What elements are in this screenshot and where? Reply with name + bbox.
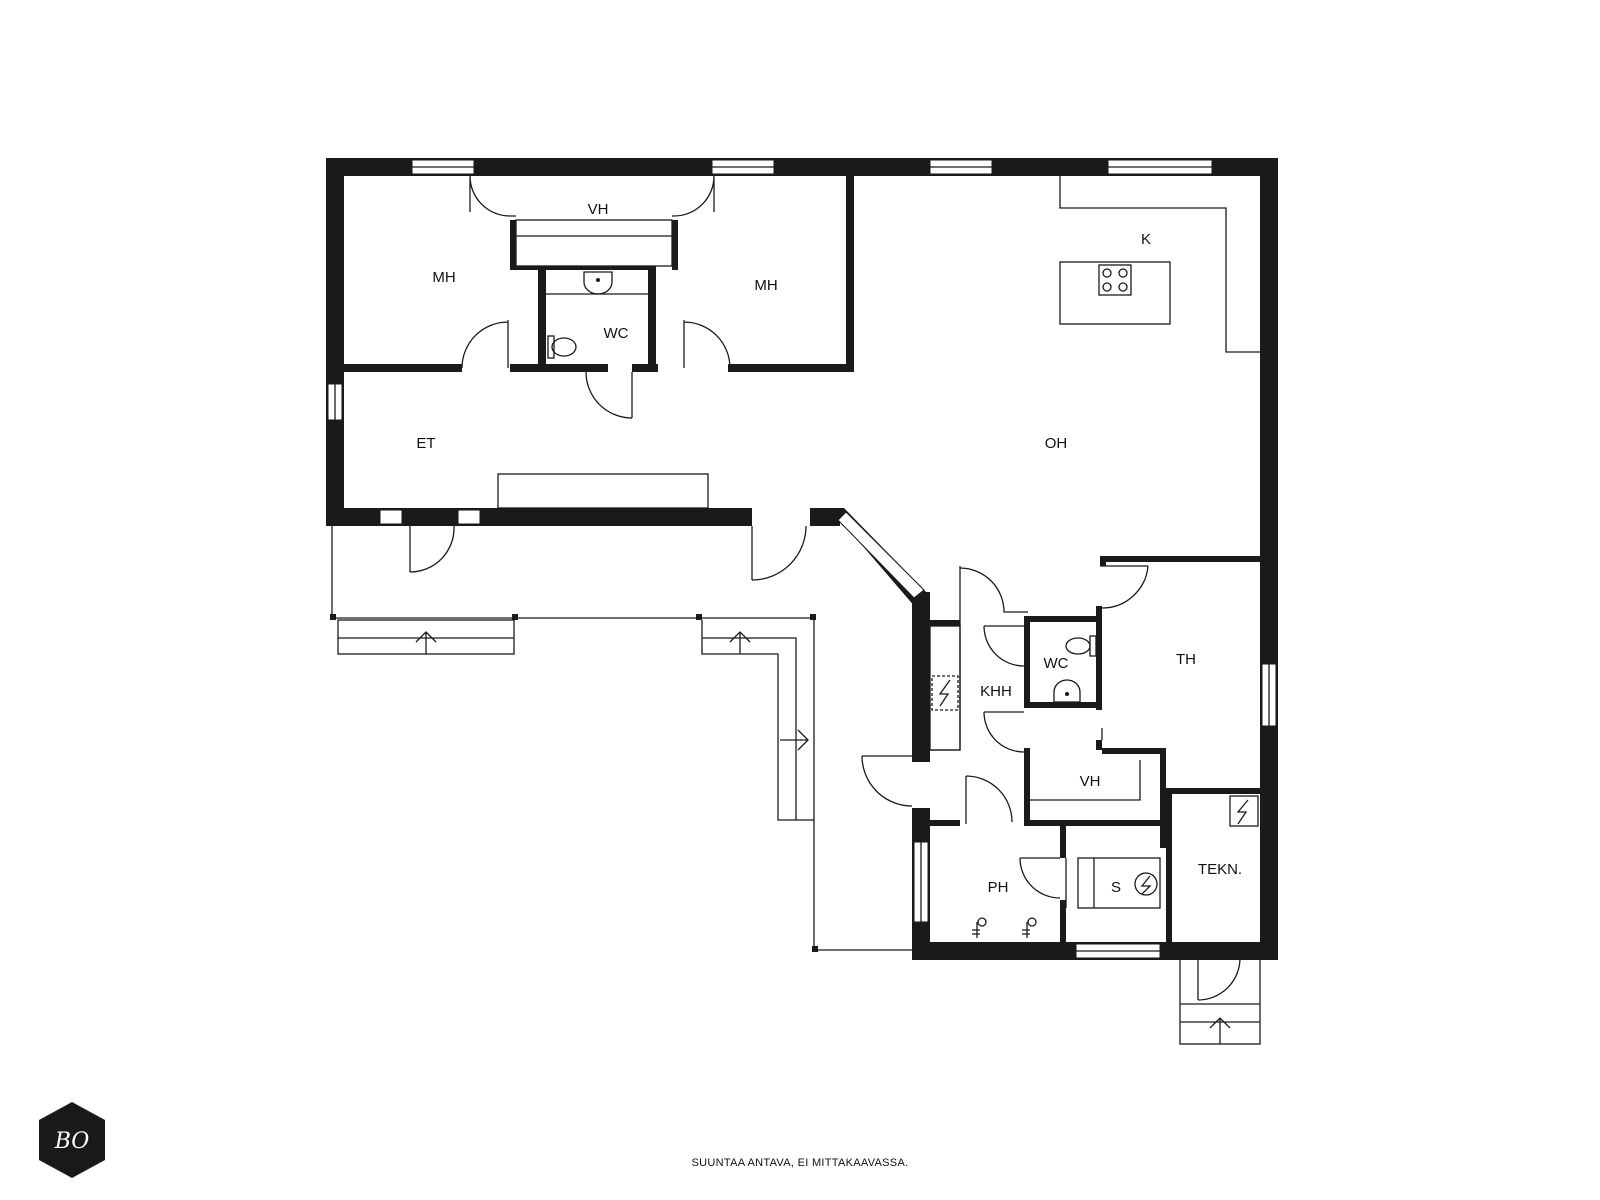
- toilet-icon: [1065, 635, 1097, 657]
- room-label-vh-mid: VH: [1080, 773, 1101, 790]
- room-label-wc-mid: WC: [1044, 655, 1069, 672]
- logo: BO: [37, 1100, 107, 1180]
- interior-walls: [344, 176, 1260, 948]
- sauna-stove-icon: [1134, 872, 1158, 896]
- doors: [409, 175, 1241, 1001]
- room-label-khh: KHH: [980, 683, 1012, 700]
- entry-arrow-icon: [729, 631, 751, 654]
- shower-icon: [972, 917, 987, 938]
- room-label-et: ET: [416, 435, 435, 452]
- room-label-mh-right: MH: [754, 277, 777, 294]
- windows: [327, 159, 1277, 959]
- room-label-ph: PH: [988, 879, 1009, 896]
- room-label-tekn: TEKN.: [1198, 861, 1242, 878]
- room-labels: MH VH WC MH K ET OH WC KHH TH VH PH S TE…: [416, 201, 1242, 896]
- sink-icon: [1053, 679, 1081, 703]
- electric-panel-icon: [1229, 795, 1259, 827]
- shower-icon: [1022, 917, 1037, 938]
- room-label-s: S: [1111, 879, 1121, 896]
- entry-arrow-icon: [415, 631, 437, 654]
- room-label-wc-top: WC: [604, 325, 629, 342]
- room-label-oh: OH: [1045, 435, 1068, 452]
- room-label-k: K: [1141, 231, 1151, 248]
- disclaimer-text: SUUNTAA ANTAVA, EI MITTAKAAVASSA.: [691, 1157, 909, 1169]
- entry-arrow-icon: [780, 729, 809, 751]
- electric-panel-icon: [931, 675, 959, 711]
- sink-icon: [583, 271, 613, 295]
- fixtures: [330, 176, 1261, 1045]
- logo-hexagon-icon: BO: [39, 1102, 105, 1178]
- entry-arrow-icon: [1209, 1017, 1231, 1044]
- stove-icon: [1098, 264, 1132, 296]
- room-label-th: TH: [1176, 651, 1196, 668]
- toilet-icon: [547, 335, 577, 359]
- room-label-mh-left: MH: [432, 269, 455, 286]
- logo-text: BO: [54, 1129, 90, 1154]
- room-label-vh-top: VH: [588, 201, 609, 218]
